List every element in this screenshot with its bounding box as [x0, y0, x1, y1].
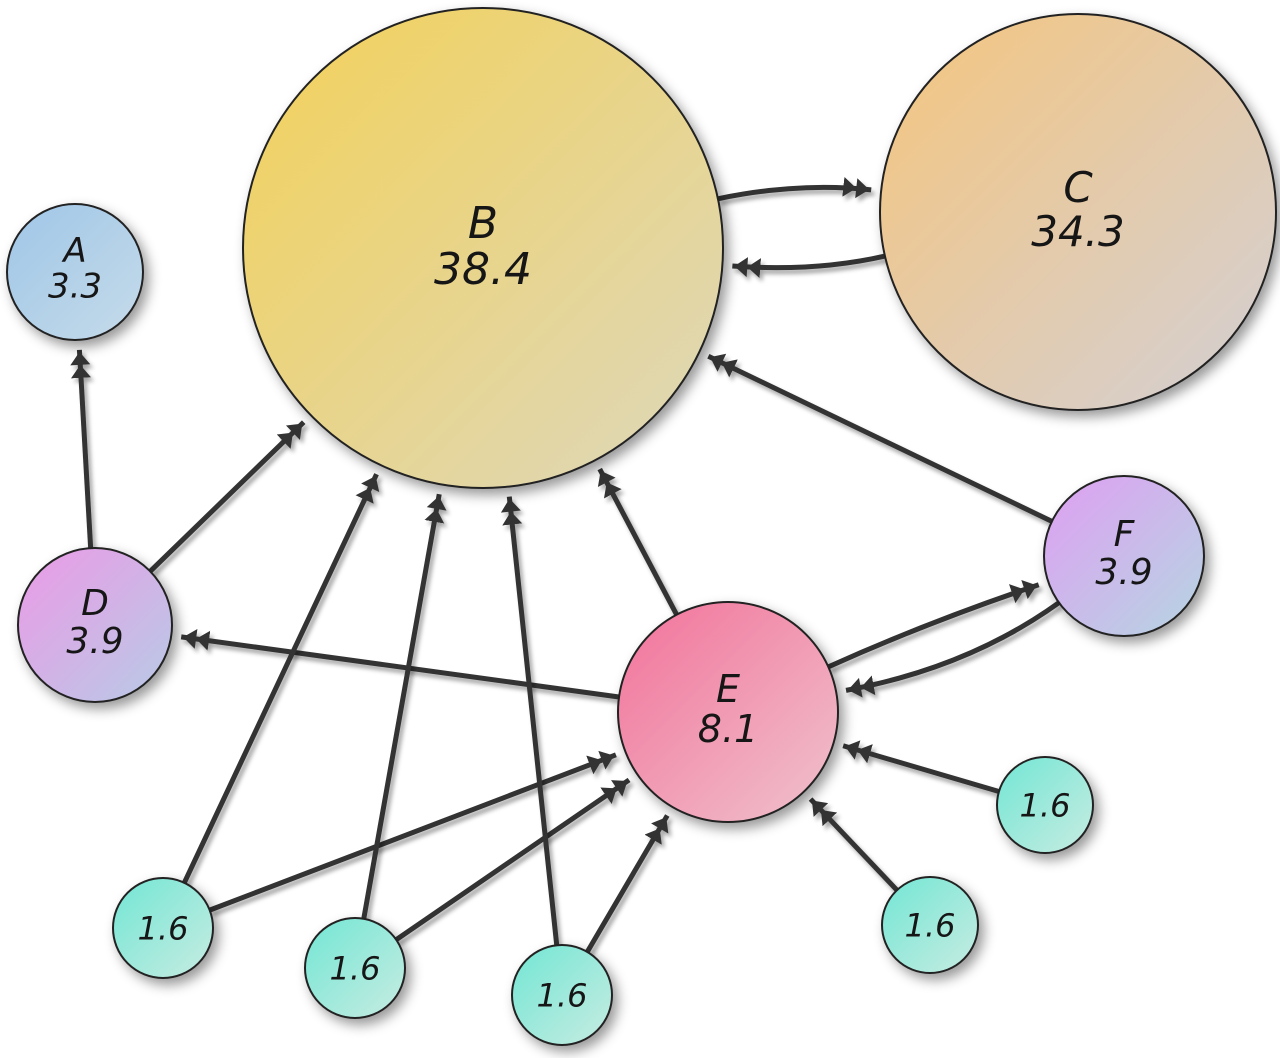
- node-value-J: 1.6: [905, 907, 956, 945]
- node-value-H: 1.6: [330, 950, 381, 988]
- graph-node-I: 1.6: [511, 944, 613, 1046]
- node-letter-F: F: [1114, 514, 1136, 555]
- nodes-layer: A3.3B38.4C34.3D3.9E8.1F3.91.61.61.61.61.…: [6, 7, 1277, 1046]
- link-arrow-G-to-B: [182, 473, 380, 884]
- graph-node-F: F3.9: [1043, 475, 1205, 637]
- graph-node-E: E8.1: [617, 601, 839, 823]
- graph-node-H: 1.6: [304, 917, 406, 1019]
- graph-node-B: B38.4: [242, 7, 724, 489]
- node-circle-C: [879, 13, 1277, 411]
- link-arrow-E-to-F: [827, 580, 1040, 670]
- link-arrow-D-to-A: [70, 349, 94, 549]
- graph-node-D: D3.9: [17, 547, 173, 703]
- node-circle-B: [242, 7, 724, 489]
- node-value-I: 1.6: [537, 977, 588, 1015]
- link-arrow-H-to-B: [361, 493, 447, 920]
- node-letter-A: A: [61, 231, 86, 271]
- node-letter-C: C: [1063, 163, 1093, 212]
- graph-node-J: 1.6: [881, 876, 979, 974]
- node-letter-E: E: [716, 667, 740, 711]
- edges-layer: [70, 176, 1061, 954]
- node-circle-F: [1043, 475, 1205, 637]
- node-circle-I: [511, 944, 613, 1046]
- link-arrow-F-to-E: [845, 600, 1061, 698]
- node-value-E: 8.1: [698, 707, 758, 751]
- graph-node-C: C34.3: [879, 13, 1277, 411]
- node-letter-D: D: [81, 583, 109, 624]
- node-circle-D: [17, 547, 173, 703]
- node-circle-H: [304, 917, 406, 1019]
- node-circle-E: [617, 601, 839, 823]
- graph-node-G: 1.6: [112, 877, 214, 979]
- node-circle-A: [6, 203, 144, 341]
- link-arrow-I-to-E: [585, 814, 670, 954]
- node-value-K: 1.6: [1020, 787, 1071, 825]
- node-value-D: 3.9: [66, 621, 123, 662]
- link-arrow-G-to-E: [208, 750, 617, 913]
- node-value-B: 38.4: [434, 244, 532, 295]
- link-arrow-D-to-B: [148, 420, 306, 574]
- node-circle-G: [112, 877, 214, 979]
- node-letter-B: B: [468, 198, 498, 249]
- node-value-A: 3.3: [48, 267, 102, 307]
- node-value-C: 34.3: [1031, 207, 1125, 256]
- link-arrow-F-to-B: [707, 353, 1053, 524]
- link-arrow-B-to-C: [717, 176, 872, 202]
- link-arrow-C-to-B: [732, 253, 886, 279]
- link-arrow-H-to-E: [394, 777, 631, 942]
- link-arrow-E-to-B: [597, 467, 679, 616]
- node-value-G: 1.6: [138, 910, 189, 948]
- link-arrow-K-to-E: [842, 740, 1000, 794]
- graph-node-K: 1.6: [996, 756, 1094, 854]
- node-value-F: 3.9: [1095, 552, 1152, 593]
- node-circle-J: [881, 876, 979, 974]
- link-arrow-E-to-D: [180, 628, 620, 700]
- graph-node-A: A3.3: [6, 203, 144, 341]
- link-arrow-I-to-B: [500, 496, 560, 946]
- link-arrow-J-to-E: [808, 797, 899, 892]
- node-circle-K: [996, 756, 1094, 854]
